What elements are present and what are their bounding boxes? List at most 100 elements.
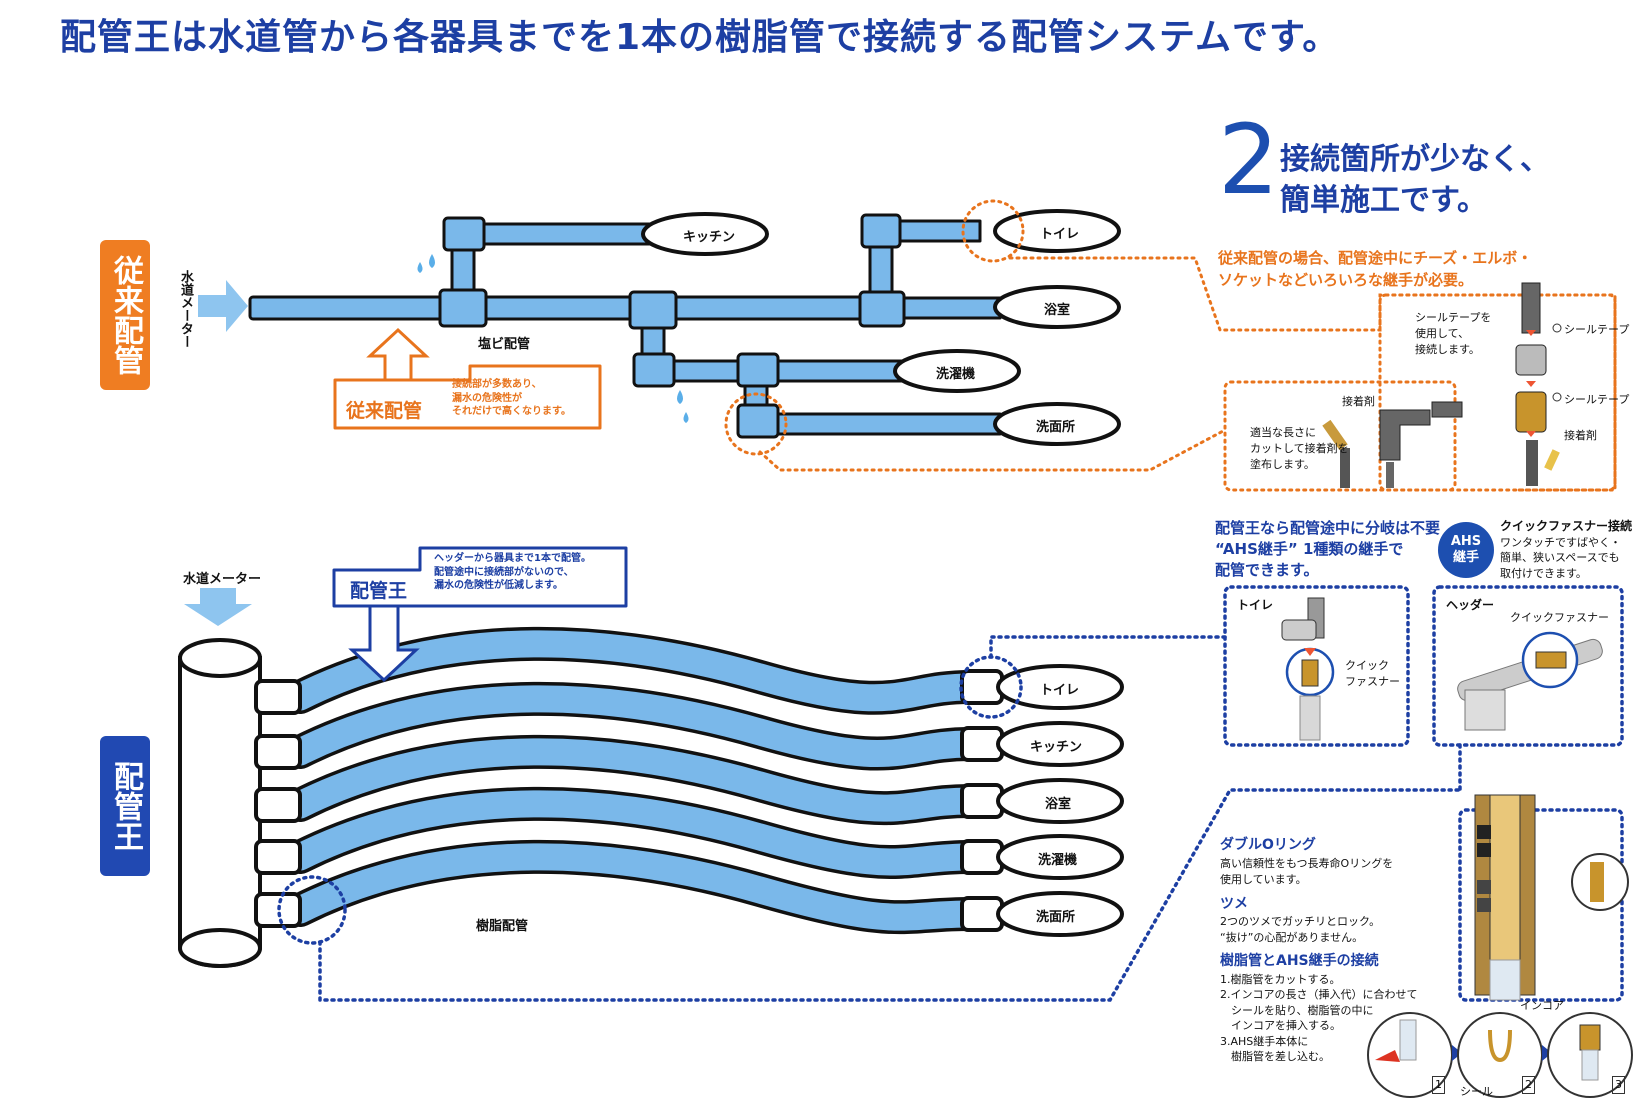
haikanou-note: 配管王なら配管途中に分岐は不要 “AHS継手” 1種類の継手で 配管できます。 bbox=[1215, 519, 1441, 579]
elbow-fitting bbox=[860, 213, 902, 249]
glue-detail-illustration bbox=[1322, 401, 1463, 488]
resin-pipe bbox=[286, 738, 984, 822]
header-box-title: ヘッダー bbox=[1446, 598, 1495, 612]
tsume-text: 2つのツメでガッチリとロック。 “抜け”の心配がありません。 bbox=[1220, 915, 1381, 944]
fixture-kitchen bbox=[641, 212, 769, 256]
tee-fitting bbox=[736, 352, 780, 388]
elbow-fitting bbox=[442, 216, 486, 252]
toilet-fitting-illustration bbox=[1281, 597, 1335, 741]
haikanou-tag: 配管王 bbox=[100, 736, 150, 876]
resin-pipe bbox=[286, 685, 984, 767]
point-title: 接続箇所が少なく、 簡単施工です。 bbox=[1280, 142, 1550, 218]
header-fitting-illustration bbox=[1457, 631, 1603, 731]
fixture-toilet bbox=[993, 209, 1121, 253]
highlight-circle bbox=[724, 392, 788, 456]
header-pipe-top bbox=[178, 638, 262, 678]
point-number: 2 bbox=[1218, 104, 1280, 216]
tee-fitting bbox=[858, 290, 906, 328]
leader-line bbox=[1008, 256, 1617, 492]
callout-title-conventional: 従来配管 bbox=[346, 400, 423, 422]
connect-title: 樹脂管とAHS継手の接続 bbox=[1220, 953, 1379, 969]
incore-label: インコア bbox=[1520, 999, 1564, 1012]
seal-tape-label: シールテープ bbox=[1564, 393, 1630, 406]
leader-line bbox=[989, 635, 1227, 659]
resin-pipes bbox=[283, 626, 987, 935]
ahs-fitting bbox=[254, 787, 302, 823]
page-title: 配管王は水道管から各器具までを1本の樹脂管で接続する配管システムです。 bbox=[60, 17, 1340, 58]
step-number: 3 bbox=[1612, 1076, 1625, 1094]
pipe-washer bbox=[658, 359, 912, 383]
fixture-label-bath: 浴室 bbox=[1044, 303, 1071, 318]
water-drop-icon bbox=[683, 412, 689, 423]
highlight-circle bbox=[961, 199, 1025, 263]
fixture-washstand bbox=[993, 402, 1121, 446]
pipe-washstand bbox=[758, 412, 1002, 436]
step-arrow-icon bbox=[1542, 1045, 1552, 1061]
fixture-label-kitchen: キッチン bbox=[683, 230, 736, 245]
fixture-label-washer: 洗濯機 bbox=[1038, 853, 1078, 868]
glue-label: 接着剤 bbox=[1342, 395, 1375, 408]
seal-tape-label: シールテープ bbox=[1564, 323, 1630, 336]
glue-label: 接着剤 bbox=[1564, 429, 1597, 442]
elbow-fitting bbox=[632, 352, 676, 388]
ahs-fitting bbox=[254, 892, 302, 928]
fixture-label-washer: 洗濯機 bbox=[936, 367, 976, 382]
fixture-label-toilet: トイレ bbox=[1040, 227, 1080, 242]
oring-title: ダブルOリング bbox=[1220, 837, 1316, 853]
resin-pipe bbox=[286, 843, 984, 931]
connect-steps: 1.樹脂管をカットする。 2.インコアの長さ（挿入代）に合わせて シールを貼り、… bbox=[1220, 973, 1418, 1063]
callout-title-haikanou: 配管王 bbox=[350, 580, 408, 602]
fixture-washer bbox=[996, 834, 1124, 880]
conventional-tag: 従来配管 bbox=[100, 240, 150, 390]
leader-line bbox=[318, 788, 1462, 1002]
pvc-pipe-label: 塩ビ配管 bbox=[478, 337, 531, 352]
detail-box-right bbox=[1378, 293, 1617, 492]
seal-tape-detail-illustration bbox=[1515, 282, 1562, 486]
ahs-fitting bbox=[254, 839, 302, 875]
meter-arrow-haikanou bbox=[184, 588, 252, 626]
ahs-badge: AHS 継手 bbox=[1438, 522, 1494, 578]
fixture-bath bbox=[993, 285, 1121, 329]
down-arrow-icon bbox=[348, 598, 420, 683]
fixture-label-bath: 浴室 bbox=[1045, 797, 1072, 812]
water-drop-icon bbox=[677, 390, 683, 404]
tee-fitting bbox=[438, 288, 488, 328]
fixture-bath bbox=[996, 778, 1124, 824]
ahs-fitting-illustration bbox=[1474, 794, 1629, 1001]
ahs-detail-box bbox=[1458, 808, 1624, 1002]
ahs-note: クイックファスナー接続 ワンタッチですばやく・ 簡単、狭いスペースでも 取付けで… bbox=[1500, 519, 1633, 580]
seal-label: シール bbox=[1460, 1085, 1493, 1098]
fixture-label-washstand: 洗面所 bbox=[1036, 420, 1076, 435]
quick-fastener-label: クイックファスナー bbox=[1510, 611, 1609, 624]
callout-text-haikanou: ヘッダーから器具まで1本で配管。 配管途中に接続部がないので、 漏水の危険性が低… bbox=[434, 553, 591, 591]
fixture-washer bbox=[893, 349, 1021, 393]
fixture-toilet bbox=[996, 664, 1124, 710]
resin-pipe bbox=[286, 630, 984, 712]
fixture-label-washstand: 洗面所 bbox=[1036, 910, 1076, 925]
quick-fastener-label: クイック ファスナー bbox=[1345, 659, 1400, 688]
up-arrow-icon bbox=[366, 327, 430, 380]
callout-box-haikanou bbox=[332, 546, 628, 608]
callout-text-conventional: 接続部が多数あり、 漏水の危険性が それだけで高くなります。 bbox=[452, 379, 571, 417]
fixture-label-toilet: トイレ bbox=[1040, 683, 1080, 698]
detail-left-text: 適当な長さに カットして接着剤を 塗布します。 bbox=[1250, 426, 1349, 471]
fixture-kitchen bbox=[996, 721, 1124, 767]
meter-label-conventional: 水道メーター bbox=[178, 270, 193, 348]
detail-right-text: シールテープを 使用して、 接続します。 bbox=[1415, 311, 1492, 356]
step-illustrations bbox=[1367, 1012, 1633, 1098]
highlight-circle bbox=[277, 875, 347, 945]
fixture-label-kitchen: キッチン bbox=[1030, 740, 1083, 755]
header-pipe bbox=[178, 656, 262, 968]
resin-pipe-label: 樹脂配管 bbox=[476, 919, 529, 934]
water-drop-icon bbox=[417, 262, 423, 273]
fixture-washstand bbox=[996, 891, 1124, 937]
conventional-note: 従来配管の場合、配管途中にチーズ・エルボ・ ソケットなどいろいろな継手が必要。 bbox=[1218, 249, 1533, 289]
toilet-detail-box bbox=[1223, 585, 1410, 747]
meter-arrow-conventional bbox=[198, 280, 248, 332]
header-pipe-bottom bbox=[178, 928, 262, 968]
step-number: 2 bbox=[1522, 1076, 1535, 1094]
resin-pipe bbox=[286, 790, 984, 876]
water-drop-icon bbox=[429, 254, 435, 268]
oring-text: 高い信頼性をもつ長寿命Oリングを 使用しています。 bbox=[1220, 857, 1394, 886]
